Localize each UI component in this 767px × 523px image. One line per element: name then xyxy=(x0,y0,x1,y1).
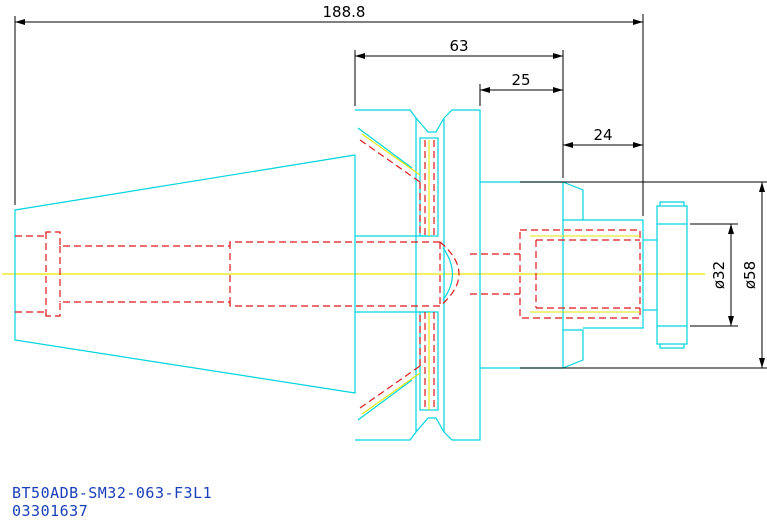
coolant-channels xyxy=(361,133,640,415)
part-code: 03301637 xyxy=(12,502,89,520)
dim-bore-diameter: ø32 xyxy=(710,261,728,289)
holder-outline xyxy=(14,109,688,441)
dimension-lines xyxy=(14,14,767,369)
dimension-arrows xyxy=(15,19,765,368)
dim-flange-to-nose: 63 xyxy=(449,37,468,55)
dim-collar-to-nose: 25 xyxy=(511,71,530,89)
dim-nose-diameter: ø58 xyxy=(741,261,759,289)
dim-overall-length: 188.8 xyxy=(323,3,366,21)
dim-nose-length: 24 xyxy=(593,126,612,144)
hidden-lines xyxy=(15,139,641,410)
part-number: BT50ADB-SM32-063-F3L1 xyxy=(12,484,213,502)
